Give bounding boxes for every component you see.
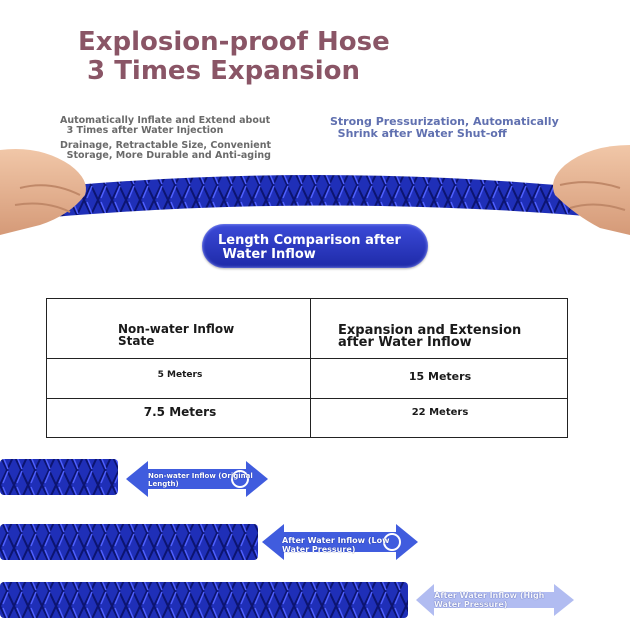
product-title: Explosion-proof Hose 3 Times Expansion xyxy=(78,28,390,86)
hose-short-image xyxy=(0,459,118,495)
table-row-divider xyxy=(46,398,568,399)
hero-hose xyxy=(20,175,610,220)
comparison-label: Non-water Inflow (Original Length) xyxy=(148,472,253,488)
hose-original-row xyxy=(0,459,268,497)
title-line-2: 3 Times Expansion xyxy=(78,56,361,86)
length-comparison-label: Length Comparison after Water Inflow xyxy=(202,224,428,268)
hose-low-pressure-row xyxy=(0,524,418,560)
comparison-label: After Water Inflow (High Water Pressure) xyxy=(434,591,545,609)
table-row-divider xyxy=(46,358,568,359)
hose-medium-image xyxy=(0,524,258,560)
table-cell: 5 Meters xyxy=(157,370,203,380)
table-header-dry: Non-water Inflow State xyxy=(118,322,235,348)
feature-inflate-text: Automatically Inflate and Extend about 3… xyxy=(60,115,271,136)
double-arrow-icon xyxy=(126,461,268,497)
table-column-divider xyxy=(310,298,311,438)
hero-hose-image xyxy=(0,145,630,235)
feature-pressurization-text: Strong Pressurization, Automatically Shr… xyxy=(330,115,559,140)
table-cell: 22 Meters xyxy=(411,407,469,418)
comparison-label: After Water Inflow (Low Water Pressure) xyxy=(282,536,390,554)
hose-high-pressure-row xyxy=(0,582,574,618)
left-hand-image xyxy=(0,149,86,235)
table-header-wet: Expansion and Extension after Water Infl… xyxy=(338,323,522,350)
title-line-1: Explosion-proof Hose xyxy=(78,27,390,57)
length-table xyxy=(46,298,568,438)
double-arrow-icon xyxy=(262,524,418,560)
table-cell: 15 Meters xyxy=(408,370,472,383)
right-hand-image xyxy=(552,145,630,235)
double-arrow-icon xyxy=(416,584,574,616)
table-cell: 7.5 Meters xyxy=(143,405,217,419)
hose-long-image xyxy=(0,582,408,618)
feature-storage-text: Drainage, Retractable Size, Convenient S… xyxy=(60,140,272,161)
